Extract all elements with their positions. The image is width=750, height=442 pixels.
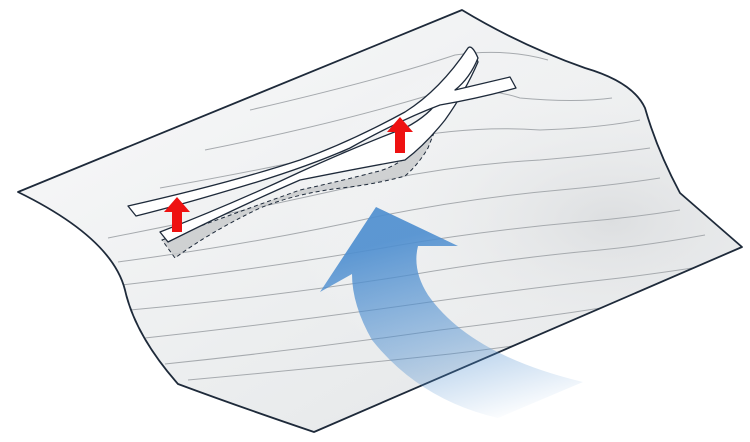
lift-arrow-icon: [164, 197, 190, 232]
contour-line: [129, 234, 706, 311]
contour-line: [159, 119, 641, 189]
contour-line: [144, 261, 731, 339]
contour-line: [121, 209, 681, 286]
crossing-strip: [127, 46, 517, 217]
flow-arrow-body: [320, 207, 583, 418]
contour-line: [117, 177, 661, 263]
lifted-strip: [159, 51, 479, 243]
sheet-outline: [17, 9, 743, 433]
contour-line: [249, 51, 549, 111]
lift-arrow-icon: [387, 117, 413, 153]
lift-arrows: [164, 117, 413, 232]
